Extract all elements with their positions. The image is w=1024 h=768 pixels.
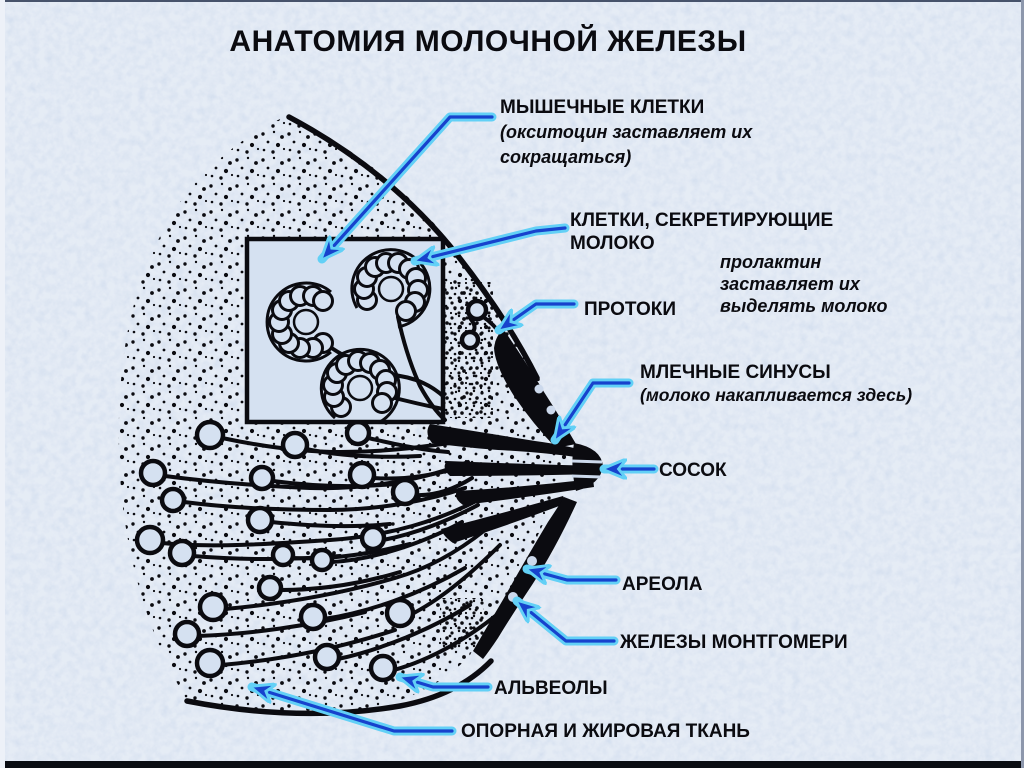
nipple-shape — [571, 443, 603, 491]
muscle-cells-name: МЫШЕЧНЫЕ КЛЕТКИ — [500, 97, 705, 118]
label-prolactin-note: пролактин заставляет их выделять молоко — [720, 251, 887, 317]
secreting-cells-line-2: МОЛОКО — [570, 233, 655, 254]
milk-sinuses-shapes — [427, 314, 599, 543]
prolactin-note-line-2: заставляет их — [720, 274, 860, 294]
prolactin-note-line-1: пролактин — [720, 252, 822, 272]
label-nipple: СОСОК — [659, 458, 727, 483]
support-fat-tissue-name: ОПОРНАЯ И ЖИРОВАЯ ТКАНЬ — [461, 721, 750, 742]
ducts-name: ПРОТОКИ — [584, 299, 677, 320]
montgomery-glands-name: ЖЕЛЕЗЫ МОНТГОМЕРИ — [620, 632, 848, 653]
label-secreting-cells: КЛЕТКИ, СЕКРЕТИРУЮЩИЕ МОЛОКО — [570, 209, 833, 255]
milk-sinuses-note: (молоко накапливается здесь) — [640, 385, 913, 405]
label-areola: АРЕОЛА — [622, 572, 702, 597]
small-ducts — [459, 298, 489, 351]
nipple-name: СОСОК — [659, 460, 727, 481]
arrow-support-tissue — [252, 687, 457, 736]
label-milk-sinuses: МЛЕЧНЫЕ СИНУСЫ (молоко накапливается зде… — [640, 361, 912, 407]
rosette-left — [265, 281, 445, 398]
areola-name: АРЕОЛА — [622, 574, 703, 595]
alveoli-bulbs — [134, 419, 420, 683]
alveoli-name: АЛЬВЕОЛЫ — [494, 678, 608, 699]
slide-edge-top — [0, 0, 1024, 2]
prolactin-note-line-3: выделять молоко — [720, 296, 888, 316]
arrow-muscle-cells — [317, 112, 497, 264]
arrow-ducts — [499, 299, 579, 335]
label-ducts: ПРОТОКИ — [584, 297, 676, 322]
milk-sinuses-name: МЛЕЧНЫЕ СИНУСЫ — [640, 362, 831, 383]
slide-edge-left — [0, 0, 5, 768]
rosette-bottom — [319, 347, 445, 424]
rosette-top-right — [350, 248, 447, 422]
arrow-areola — [527, 569, 621, 580]
label-alveoli: АЛЬВЕОЛЫ — [494, 676, 608, 701]
slide-edge-bottom — [0, 761, 1024, 768]
arrow-milk-sinuses — [550, 378, 634, 440]
magnified-inset — [244, 236, 447, 425]
secreting-cells-line-1: КЛЕТКИ, СЕКРЕТИРУЮЩИЕ — [570, 210, 834, 231]
slide-title: АНАТОМИЯ МОЛОЧНОЙ ЖЕЛЕЗЫ — [229, 25, 747, 58]
callout-arrows — [252, 112, 659, 736]
arrow-secreting-cells — [415, 223, 570, 261]
arrow-alveoli — [400, 677, 493, 687]
label-montgomery-glands: ЖЕЛЕЗЫ МОНТГОМЕРИ — [620, 630, 848, 655]
montgomery-gland-dot — [527, 556, 537, 566]
arrow-montgomery-glands — [517, 596, 619, 646]
muscle-cells-note-1: (окситоцин заставляет их — [500, 122, 753, 142]
slide-edge-right — [1021, 0, 1024, 768]
label-support-fat-tissue: ОПОРНАЯ И ЖИРОВАЯ ТКАНЬ — [461, 719, 750, 744]
muscle-cells-note-2: сокращаться) — [500, 147, 632, 167]
label-muscle-cells: МЫШЕЧНЫЕ КЛЕТКИ (окситоцин заставляет их… — [500, 95, 752, 170]
